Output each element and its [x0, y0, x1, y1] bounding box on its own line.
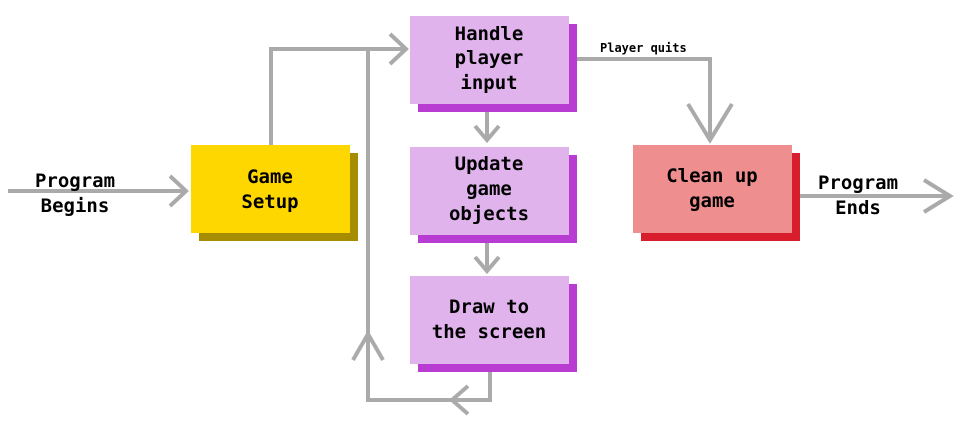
update-box — [410, 147, 569, 235]
cleanup-box — [633, 145, 792, 233]
update-label-line3: objects — [449, 203, 529, 225]
connectors — [8, 32, 954, 416]
quit-head — [686, 102, 734, 144]
input-label-line2: player — [455, 47, 524, 69]
node-update-objects: Update game objects — [410, 147, 577, 243]
input-label-line1: Handle — [455, 23, 524, 45]
setup-label-line2: Setup — [241, 191, 298, 213]
setup-box — [191, 145, 350, 233]
node-clean-up: Clean up game — [633, 145, 800, 241]
cleanup-label-line2: game — [689, 190, 735, 212]
cleanup-label-line1: Clean up — [666, 165, 758, 187]
setup-label-line1: Game — [247, 166, 293, 188]
setup-to-input-line — [269, 47, 406, 146]
begin-arrow-head — [168, 174, 189, 208]
node-draw-screen: Draw to the screen — [410, 276, 577, 372]
end-arrow-head — [922, 178, 954, 214]
update-to-draw-head — [473, 255, 501, 275]
input-label-line3: input — [460, 72, 517, 94]
program-begins-line1: Program — [35, 170, 115, 192]
program-begins-line2: Begins — [41, 195, 110, 217]
quit-line — [575, 57, 712, 140]
node-handle-input: Handle player input — [410, 16, 577, 112]
loop-back-head-up — [351, 329, 385, 361]
input-to-update-head — [473, 124, 501, 144]
loop-back-head-left — [448, 384, 470, 416]
program-ends-line2: Ends — [835, 197, 881, 219]
draw-label-line2: the screen — [432, 321, 546, 343]
node-game-setup: Game Setup — [191, 145, 358, 241]
program-ends-line1: Program — [818, 172, 898, 194]
player-quits-label: Player quits — [600, 41, 687, 55]
input-box — [410, 16, 569, 104]
draw-box — [410, 276, 569, 364]
update-label-line2: game — [466, 178, 512, 200]
setup-to-input-head — [388, 32, 409, 66]
update-label-line1: Update — [455, 153, 524, 175]
terminal-labels: Program Begins Program Ends Player quits — [35, 41, 898, 219]
loop-back-line — [366, 50, 492, 402]
draw-label-line1: Draw to — [449, 296, 529, 318]
